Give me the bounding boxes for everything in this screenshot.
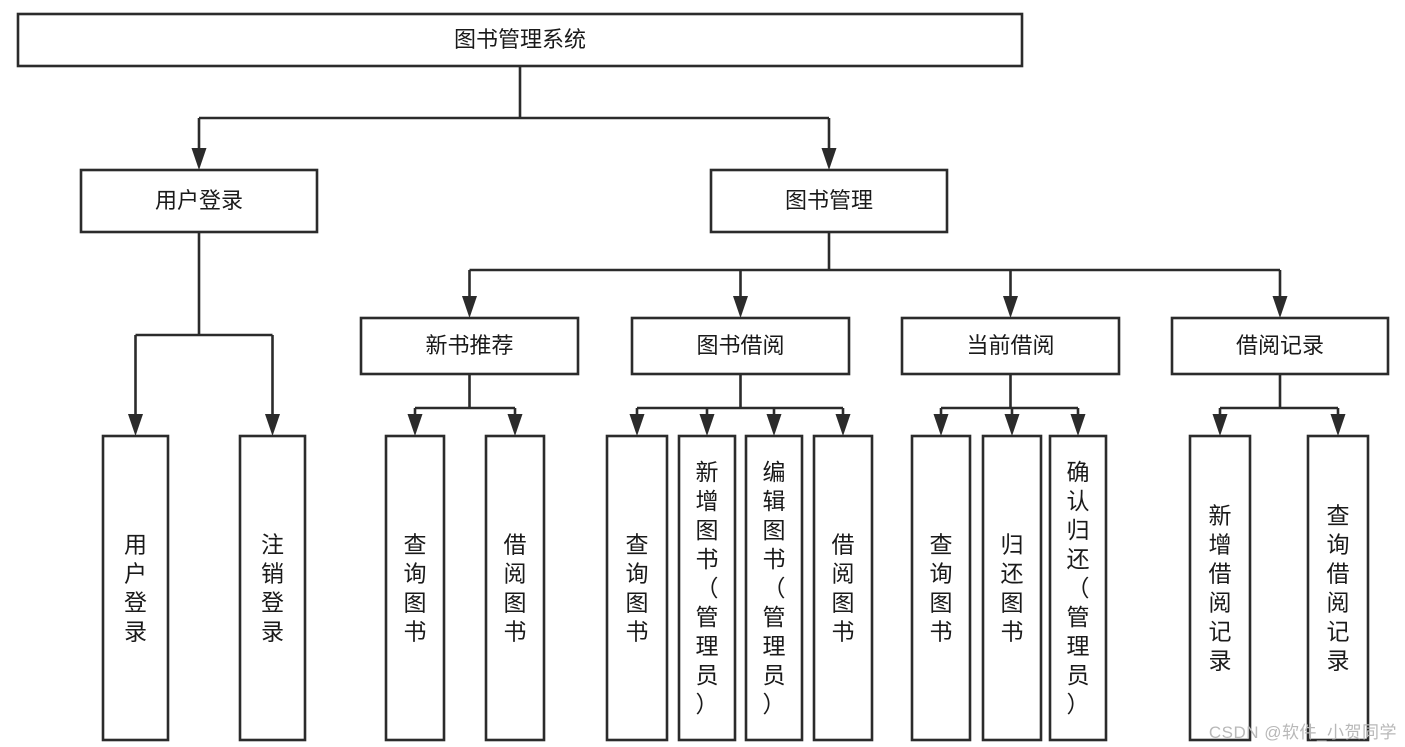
node-label: 借阅图书 xyxy=(504,532,527,645)
node-label: 借阅图书 xyxy=(832,532,855,645)
node-module-login[interactable]: 用户登录 xyxy=(79,168,319,234)
node-operation-l13[interactable]: 查询借阅记录 xyxy=(1306,434,1370,742)
node-box[interactable] xyxy=(605,434,669,742)
node-box[interactable] xyxy=(238,434,307,742)
node-label: 借阅记录 xyxy=(1236,333,1324,358)
connector-group-newbook xyxy=(407,374,523,436)
connector-group-borrow xyxy=(629,374,851,436)
node-label: 注销登录 xyxy=(261,532,284,645)
node-box[interactable] xyxy=(384,434,446,742)
node-label: 新增图书（管理员） xyxy=(696,459,719,717)
node-label: 查询图书 xyxy=(404,532,427,645)
connector-group-login xyxy=(128,232,280,436)
node-operation-l10[interactable]: 归还图书 xyxy=(981,434,1043,742)
node-submodule-current[interactable]: 当前借阅 xyxy=(900,316,1121,376)
node-submodule-borrow[interactable]: 图书借阅 xyxy=(630,316,851,376)
node-box[interactable] xyxy=(744,434,804,742)
node-box[interactable] xyxy=(359,316,580,376)
node-operation-l5[interactable]: 查询图书 xyxy=(605,434,669,742)
node-box[interactable] xyxy=(630,316,851,376)
node-label: 编辑图书（管理员） xyxy=(763,459,786,717)
node-label: 用户登录 xyxy=(124,532,147,645)
node-submodule-records[interactable]: 借阅记录 xyxy=(1170,316,1390,376)
connector-layer xyxy=(128,66,1346,436)
node-label: 新增借阅记录 xyxy=(1209,503,1232,674)
node-box[interactable] xyxy=(1048,434,1108,742)
node-box[interactable] xyxy=(981,434,1043,742)
node-module-bookmgmt[interactable]: 图书管理 xyxy=(709,168,949,234)
node-box[interactable] xyxy=(1170,316,1390,376)
node-label: 确认归还（管理员） xyxy=(1067,459,1090,717)
node-operation-l3[interactable]: 查询图书 xyxy=(384,434,446,742)
node-label: 图书管理 xyxy=(785,188,873,213)
node-label: 当前借阅 xyxy=(966,333,1054,358)
node-box[interactable] xyxy=(910,434,972,742)
node-operation-l1[interactable]: 用户登录 xyxy=(101,434,170,742)
node-box[interactable] xyxy=(677,434,737,742)
node-box[interactable] xyxy=(900,316,1121,376)
connector-group-sys xyxy=(191,66,837,170)
node-label: 查询图书 xyxy=(930,532,953,645)
node-label: 用户登录 xyxy=(155,188,243,213)
node-layer: 图书管理系统用户登录图书管理新书推荐图书借阅当前借阅借阅记录用户登录注销登录查询… xyxy=(16,12,1390,742)
node-box[interactable] xyxy=(101,434,170,742)
connector-group-records xyxy=(1212,374,1346,436)
node-operation-l2[interactable]: 注销登录 xyxy=(238,434,307,742)
node-operation-l8[interactable]: 借阅图书 xyxy=(812,434,874,742)
connector-group-bookmgmt xyxy=(462,232,1288,318)
node-label: 归还图书 xyxy=(1001,532,1024,645)
node-operation-l9[interactable]: 查询图书 xyxy=(910,434,972,742)
node-label: 图书借阅 xyxy=(696,333,784,358)
node-operation-l4[interactable]: 借阅图书 xyxy=(484,434,546,742)
node-root-system[interactable]: 图书管理系统 xyxy=(16,12,1024,68)
node-box[interactable] xyxy=(1306,434,1370,742)
node-label: 查询图书 xyxy=(626,532,649,645)
node-label: 新书推荐 xyxy=(425,333,513,358)
node-box[interactable] xyxy=(709,168,949,234)
node-operation-l6[interactable]: 新增图书（管理员） xyxy=(677,434,737,742)
node-box[interactable] xyxy=(484,434,546,742)
connector-group-current xyxy=(933,374,1086,436)
node-operation-l7[interactable]: 编辑图书（管理员） xyxy=(744,434,804,742)
node-operation-l12[interactable]: 新增借阅记录 xyxy=(1188,434,1252,742)
node-box[interactable] xyxy=(79,168,319,234)
node-box[interactable] xyxy=(1188,434,1252,742)
node-operation-l11[interactable]: 确认归还（管理员） xyxy=(1048,434,1108,742)
node-box[interactable] xyxy=(812,434,874,742)
node-label: 图书管理系统 xyxy=(454,27,586,52)
node-label: 查询借阅记录 xyxy=(1327,503,1350,674)
node-box[interactable] xyxy=(16,12,1024,68)
node-submodule-newbook[interactable]: 新书推荐 xyxy=(359,316,580,376)
